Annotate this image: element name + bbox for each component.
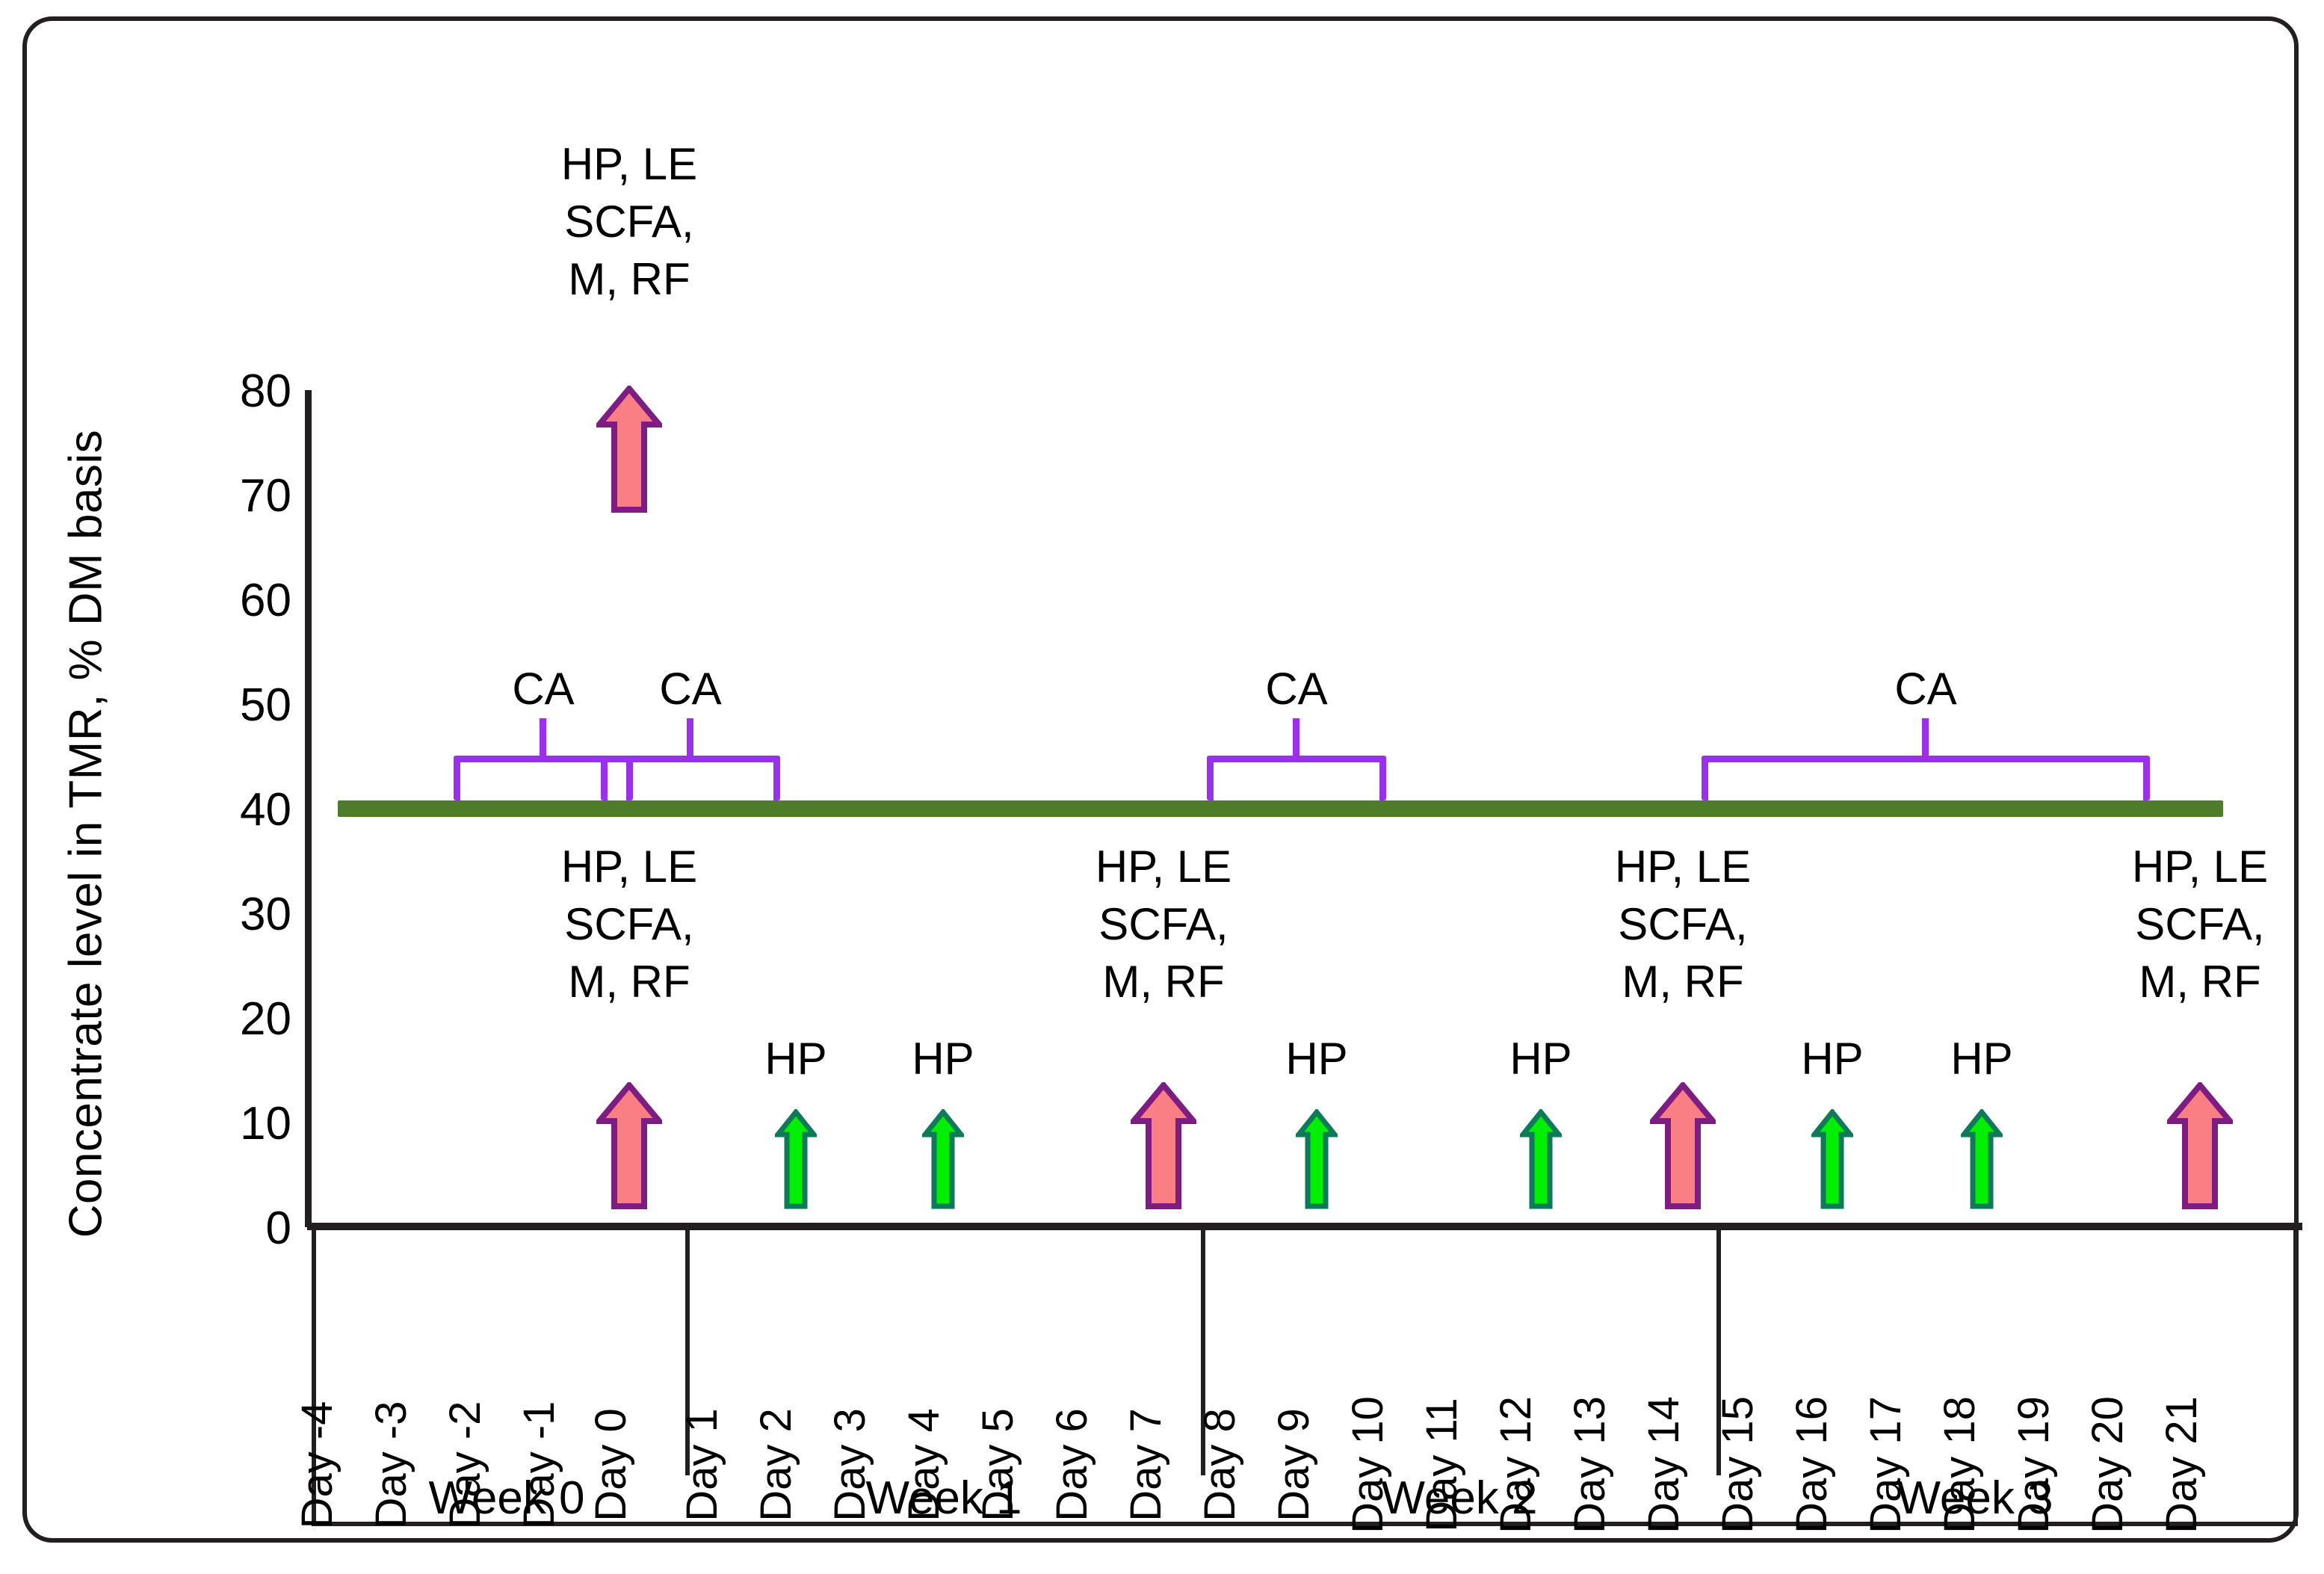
day-week-table: Day -4 Day -3 Day -2 Day -1 Day 0 Day 1 … [293,1229,2298,1534]
pink-arrow-icon-day0-above [596,386,662,514]
week-label-1: Week 1 [865,1472,1022,1524]
sampling-label-line-2: SCFA, [1618,898,1748,949]
green-arrow-icon-day12 [1520,1109,1562,1211]
day-label: Day 15 [1713,1396,1762,1534]
sampling-label-line-2: SCFA, [1098,898,1229,949]
week-divider-1-2 [1201,1229,1205,1475]
sampling-label-day21: HP, LE SCFA, M, RF [2132,839,2268,1010]
ca-bracket-3-label: CA [1265,664,1328,714]
week-label-0: Week 0 [428,1472,585,1524]
sampling-label-line-1: HP, LE [1095,842,1232,892]
sampling-label-line-1: HP, LE [1614,842,1752,892]
y-tick-10: 10 [240,1098,291,1149]
sampling-label-line-2: SCFA, [2135,898,2265,949]
green-arrow-icon-day16 [1811,1109,1853,1211]
day-label: Day 7 [1122,1408,1170,1522]
y-axis-tick-labels: 80 70 60 50 40 30 20 10 0 [179,0,291,1574]
y-axis-title: Concentrate level in TMR, % DM basis [60,429,112,1238]
sampling-label-line-3: M, RF [568,956,690,1007]
ca-bracket-2 [601,756,780,800]
y-axis-line [305,390,312,1227]
figure-outer-border [22,16,2299,1543]
y-tick-60: 60 [240,575,291,626]
y-tick-40: 40 [240,784,291,836]
day-label: Day -4 [293,1401,342,1529]
day-label: Day 20 [2083,1396,2132,1534]
ca-bracket-4 [1702,756,2150,800]
week-label-2: Week 2 [1381,1472,1538,1524]
ca-bracket-3-stem [1293,718,1299,756]
day-label: Day -3 [367,1401,415,1529]
sampling-label-line-2: SCFA, [564,196,694,247]
day-label: Day 8 [1196,1408,1244,1522]
day-label: Day 14 [1640,1396,1688,1534]
sampling-label-day0-below: HP, LE SCFA, M, RF [561,839,697,1010]
pink-arrow-icon-day0-below [596,1082,662,1211]
ca-bracket-1-stem [540,718,546,756]
sampling-label-day4: HP [912,1034,974,1084]
plot-area: CA CA CA CA HP, LE SCFA, M, RF HP, LE SC… [312,139,2298,1227]
day-label: Day 2 [752,1408,800,1522]
y-tick-30: 30 [240,889,291,940]
sampling-label-line-1: HP, LE [560,842,698,892]
green-arrow-icon-day18 [1961,1109,2003,1211]
y-tick-70: 70 [240,470,291,522]
ca-bracket-1-label: CA [512,664,575,714]
ca-bracket-2-stem [687,718,693,756]
concentrate-level-line [338,800,2223,817]
pink-arrow-icon-day7 [1131,1082,1196,1211]
ca-bracket-4-stem [1922,718,1929,756]
sampling-label-day9: HP [1285,1034,1348,1084]
day-label: Day 1 [678,1408,726,1522]
day-label: Day 0 [587,1408,635,1522]
y-tick-0: 0 [265,1203,291,1254]
day-label: Day 6 [1048,1408,1096,1522]
sampling-label-day0-above: HP, LE SCFA, M, RF [561,136,697,308]
ca-bracket-2-label: CA [659,664,722,714]
sampling-label-line-1: HP, LE [560,139,698,189]
day-label: Day 13 [1566,1396,1614,1534]
ca-bracket-1 [454,756,633,800]
sampling-label-line-2: SCFA, [564,898,694,949]
week-divider-0-1 [685,1229,690,1475]
sampling-label-line-3: M, RF [1622,956,1744,1007]
sampling-label-day2: HP [764,1034,827,1084]
sampling-label-line-3: M, RF [568,253,690,304]
pink-arrow-icon-day21 [2167,1082,2233,1211]
day-label: Day 16 [1787,1396,1836,1534]
sampling-label-line-3: M, RF [2139,956,2261,1007]
sampling-label-day12: HP [1509,1034,1572,1084]
day-label: Day 21 [2157,1396,2206,1534]
y-tick-80: 80 [240,365,291,417]
y-tick-20: 20 [240,993,291,1045]
week-divider-2-3 [1716,1229,1721,1475]
sampling-label-line-3: M, RF [1102,956,1225,1007]
sampling-label-day14: HP, LE SCFA, M, RF [1615,839,1751,1010]
green-arrow-icon-day4 [922,1109,964,1211]
sampling-label-day18: HP [1950,1034,2013,1084]
green-arrow-icon-day9 [1296,1109,1338,1211]
y-tick-50: 50 [240,679,291,731]
sampling-label-day7: HP, LE SCFA, M, RF [1095,839,1231,1010]
ca-bracket-3 [1207,756,1386,800]
green-arrow-icon-day2 [775,1109,817,1211]
sampling-label-day16: HP [1801,1034,1864,1084]
pink-arrow-icon-day14 [1650,1082,1716,1211]
x-axis-baseline [307,1223,2302,1230]
ca-bracket-4-label: CA [1894,664,1957,714]
week-label-3: Week 3 [1897,1472,2053,1524]
sampling-label-line-1: HP, LE [2131,842,2269,892]
day-label: Day 9 [1270,1408,1318,1522]
